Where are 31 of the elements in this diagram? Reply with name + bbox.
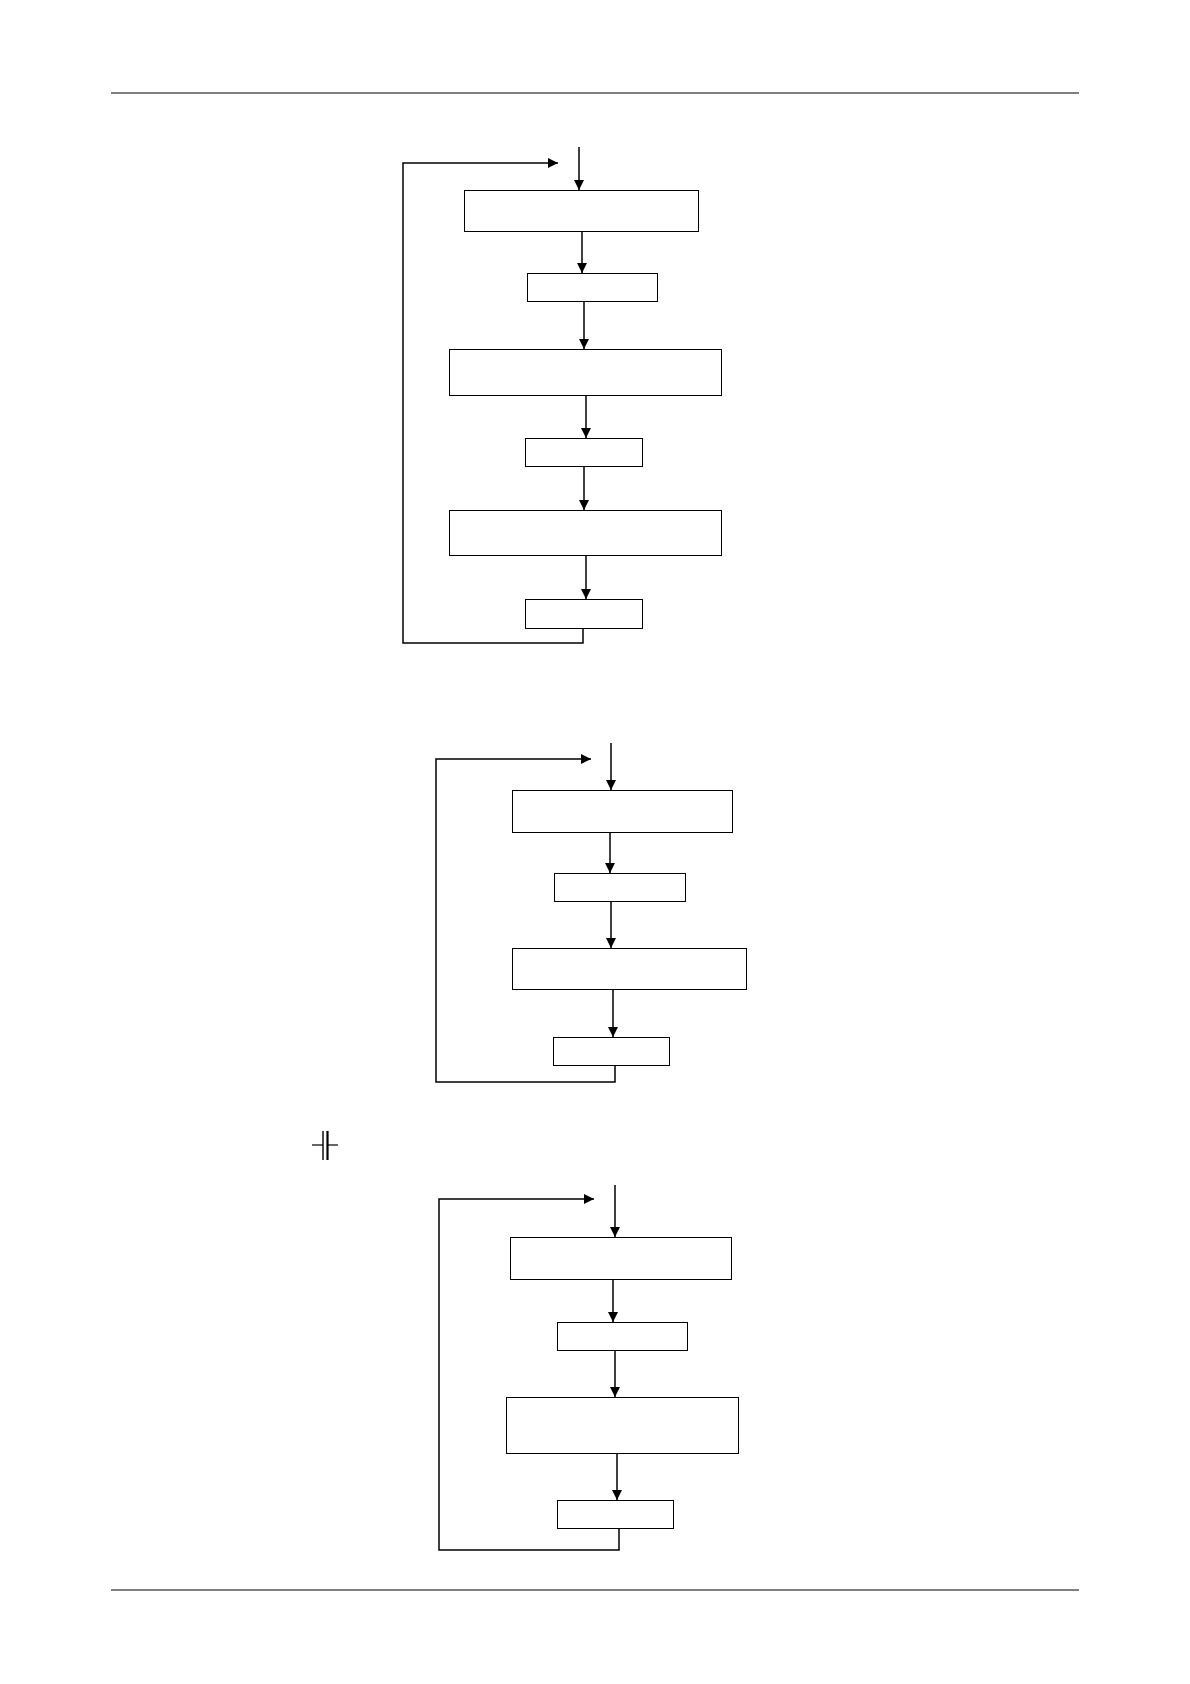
arrow bbox=[574, 146, 584, 191]
process-box bbox=[525, 438, 643, 467]
process-box bbox=[449, 510, 722, 556]
arrow bbox=[608, 989, 618, 1038]
process-box bbox=[527, 273, 658, 302]
arrow bbox=[581, 555, 591, 600]
process-box bbox=[553, 1037, 670, 1066]
arrow bbox=[579, 301, 589, 350]
arrow bbox=[402, 158, 584, 644]
process-box bbox=[506, 1397, 739, 1454]
process-box bbox=[464, 190, 699, 232]
process-box bbox=[554, 873, 686, 902]
process-box bbox=[557, 1500, 674, 1529]
arrow bbox=[579, 466, 589, 511]
process-box bbox=[510, 1237, 732, 1280]
arrow bbox=[606, 901, 616, 949]
arrow bbox=[610, 1350, 620, 1398]
process-box bbox=[525, 599, 643, 629]
arrow bbox=[606, 742, 616, 791]
arrow bbox=[605, 832, 615, 874]
arrow bbox=[435, 754, 616, 1083]
process-box bbox=[512, 790, 733, 833]
arrow bbox=[577, 231, 587, 274]
arrow bbox=[610, 1184, 620, 1238]
process-box bbox=[449, 349, 722, 396]
arrow bbox=[612, 1453, 622, 1501]
arrow bbox=[608, 1279, 618, 1323]
arrow bbox=[438, 1194, 620, 1551]
arrow bbox=[581, 395, 591, 439]
process-box bbox=[557, 1322, 688, 1351]
process-box bbox=[512, 948, 747, 990]
